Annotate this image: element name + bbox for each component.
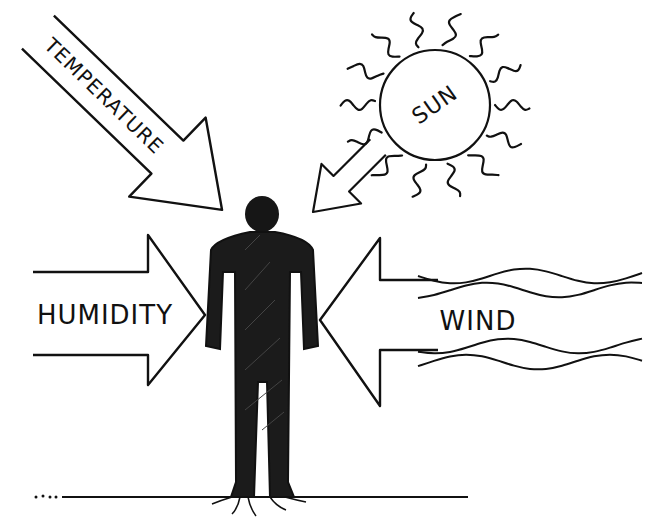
wind-line [418, 283, 642, 298]
arrow-label: HUMIDITY [15, 290, 195, 340]
sun-symbol: SUN [335, 5, 535, 205]
sun-ray [413, 165, 426, 197]
wind-line [418, 355, 642, 370]
arrow-outline [320, 238, 438, 406]
ground-dots [35, 495, 58, 499]
sun-ray [372, 34, 399, 56]
sun-ray [372, 155, 402, 175]
arrow-label: WIND [413, 296, 543, 346]
sun-arrow [293, 127, 398, 232]
sun-ray [448, 164, 461, 196]
sun-ray [468, 155, 498, 175]
temperature-arrow: TEMPERATURE [0, 0, 260, 249]
arrow-label: TEMPERATURE [26, 20, 182, 173]
sun-ray [487, 133, 521, 148]
wind-line [418, 339, 642, 354]
ground-line [62, 496, 468, 498]
sun-ray [470, 35, 498, 57]
sun-ray [495, 100, 529, 110]
wind-arrow: WIND [318, 238, 648, 408]
wind-line [418, 269, 642, 284]
humidity-arrow: HUMIDITY [15, 235, 205, 385]
sun-ray [443, 14, 461, 45]
sun-ray [410, 13, 422, 47]
person-figure [206, 196, 318, 516]
sun-ray [490, 65, 520, 82]
sun-ray [341, 100, 375, 110]
sun-ray [348, 64, 384, 79]
sun-ray [348, 129, 382, 144]
arrow-outline [0, 0, 260, 249]
sun-disc [380, 50, 490, 160]
